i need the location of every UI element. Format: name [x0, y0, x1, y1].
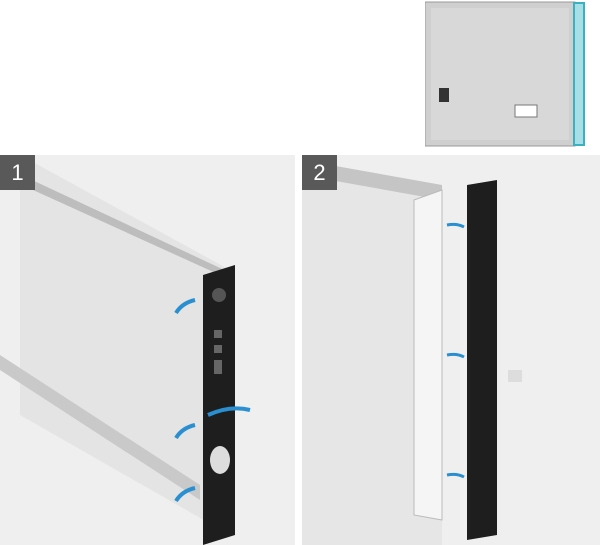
- release-arrow-icons: [174, 298, 251, 503]
- step-1-panel: 1: [0, 155, 295, 545]
- bezel-detached-illustration: [302, 160, 522, 545]
- step-2-panel: 2: [302, 155, 600, 545]
- alignment-arrow-icons: [446, 222, 465, 479]
- remove-bezel-illustration: [0, 155, 251, 545]
- computer-side-cover-thumbnail: [425, 0, 590, 148]
- step-number-badge: 2: [302, 155, 337, 190]
- step-number-badge: 1: [0, 155, 35, 190]
